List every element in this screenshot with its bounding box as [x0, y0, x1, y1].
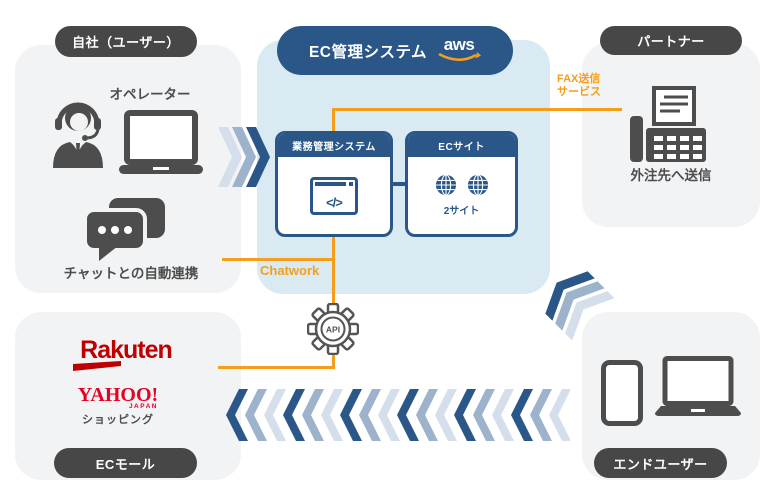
operator-icon — [53, 102, 103, 168]
yahoo-shopping-caption: ショッピング — [82, 414, 154, 426]
fax-service-line2: サービス — [557, 86, 601, 98]
rakuten-underline-icon — [73, 361, 121, 371]
yahoo-japan-sub: JAPAN — [128, 403, 158, 410]
operator-laptop-icon — [119, 110, 203, 174]
badge-own-company: 自社（ユーザー） — [55, 26, 197, 57]
aws-logo-text: aws — [443, 34, 475, 54]
badge-end-user: エンドユーザー — [594, 448, 727, 478]
ec-management-title: EC管理システム — [308, 43, 428, 61]
biz-management-box-title: 業務管理システム — [278, 134, 390, 157]
code-browser-icon: </> — [310, 176, 358, 215]
api-line-upper — [332, 237, 335, 303]
rakuten-logo: Rakuten — [80, 336, 173, 364]
mall-line — [218, 366, 335, 369]
code-glyph: </> — [326, 194, 343, 210]
biz-management-box: 業務管理システム </> — [275, 131, 393, 237]
biz-management-box-body: </> — [278, 157, 390, 234]
badge-partner: パートナー — [600, 26, 742, 55]
api-gear-icon: API — [307, 303, 359, 355]
ec-site-box-body: 2サイト — [408, 157, 515, 234]
ec-site-count: 2サイト — [443, 206, 480, 217]
ec-site-box-title: ECサイト — [408, 134, 515, 157]
fax-line-vertical — [332, 108, 335, 134]
arrow-right-chevrons-icon — [218, 127, 270, 187]
chat-integration-label: チャットとの自動連携 — [63, 266, 199, 281]
fax-caption: 外注先へ送信 — [630, 168, 712, 183]
ec-management-title-pill: EC管理システム aws — [277, 26, 513, 75]
aws-smile-icon — [438, 51, 482, 61]
api-gear-label: API — [326, 325, 340, 335]
globe-icon — [467, 174, 488, 196]
badge-ec-mall: ECモール — [54, 448, 197, 478]
operator-label: オペレーター — [109, 87, 191, 102]
browser-titlebar-dot — [349, 181, 353, 186]
ec-site-box: ECサイト — [405, 131, 518, 237]
fax-line-horizontal — [332, 108, 622, 111]
browser-titlebar — [315, 181, 346, 186]
box-connector — [393, 182, 405, 186]
chatwork-label: Chatwork — [260, 263, 320, 278]
arrow-left-chevron-band-icon — [226, 389, 570, 441]
chat-bubbles-icon — [85, 198, 165, 261]
yahoo-wordmark: YAHOO! — [77, 384, 159, 406]
chat-line — [222, 258, 335, 261]
fax-machine-icon — [630, 86, 706, 162]
fax-service-label: FAX送信 サービス — [557, 73, 601, 99]
tablet-icon — [601, 360, 643, 426]
globe-icon — [435, 174, 456, 196]
fax-service-line1: FAX送信 — [557, 73, 601, 85]
api-line-lower — [332, 353, 335, 369]
end-user-laptop-icon — [655, 356, 741, 416]
yahoo-shopping-logo: YAHOO! JAPAN ショッピング — [72, 385, 164, 427]
aws-logo: aws — [437, 34, 482, 64]
